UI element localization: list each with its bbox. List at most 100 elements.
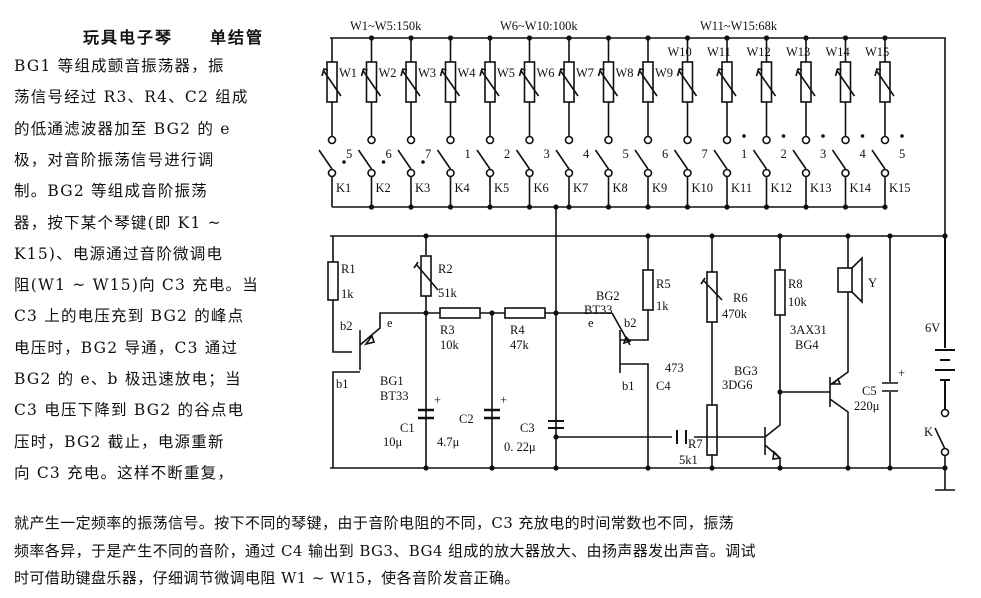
key-switch-k10[interactable] (673, 149, 689, 170)
note-label: 2 (781, 147, 787, 161)
label-w14: W14 (826, 45, 851, 59)
label-c5-value: 220μ (854, 399, 880, 413)
label-r2: R2 (438, 262, 453, 276)
key-contact (643, 168, 653, 178)
key-switch-k1[interactable] (318, 149, 333, 170)
key-contact (722, 135, 732, 145)
paragraph-line: 频率各异，于是产生不同的音阶，通过 C4 输出到 BG3、BG4 组成的放大器放… (14, 541, 756, 560)
key-switch-k2[interactable] (357, 149, 373, 170)
trim-arrow-icon (439, 68, 461, 97)
key-contact (564, 168, 574, 178)
resistor-group-label: W1~W5:150k (350, 19, 422, 33)
label-r3: R3 (440, 323, 455, 337)
resistor-r3 (439, 307, 481, 319)
resistor-r7 (706, 404, 718, 456)
key-contact (525, 135, 534, 145)
key-switch-k9[interactable] (634, 149, 649, 170)
label-r8-value: 10k (788, 295, 808, 309)
resistor-r4 (504, 307, 546, 319)
junction-dot (423, 465, 429, 471)
capacitor-c2 (484, 408, 500, 420)
low-octave-dot (421, 160, 425, 164)
label-k2: K2 (376, 181, 391, 195)
key-switch-k13[interactable] (792, 149, 807, 170)
paragraph-line: 向 C3 充电。这样不断重复， (14, 463, 235, 482)
key-switch-k3[interactable] (397, 149, 412, 170)
label-bg4-type: 3AX31 (790, 323, 827, 337)
trim-arrow-icon (676, 68, 698, 97)
key-contact (327, 135, 337, 145)
label-r2-value: 51k (438, 286, 458, 300)
label-c1-value: 10μ (383, 435, 403, 449)
label-r8: R8 (788, 277, 803, 291)
junction-dot (942, 233, 948, 239)
label-w9: W9 (655, 66, 673, 80)
note-label: 7 (425, 147, 431, 161)
junction-dot (423, 310, 429, 316)
label-w4: W4 (458, 66, 477, 80)
battery-6v (935, 236, 955, 410)
paragraph-line: C3 上的电压充到 BG2 的峰点 (14, 307, 245, 326)
label-r7: R7 (688, 437, 703, 451)
label-r6-value: 470k (722, 307, 748, 321)
c3-wire (555, 313, 765, 468)
junction-dot (645, 233, 651, 239)
key-contact (446, 168, 455, 178)
trim-arrow-icon (597, 68, 619, 97)
label-bg2-b2: b2 (624, 316, 637, 330)
label-battery: 6V (925, 321, 940, 335)
label-bg2-b1: b1 (622, 379, 635, 393)
key-contact (406, 135, 416, 145)
paragraph-line: 压时，BG2 截止，电源重新 (14, 432, 225, 451)
switch-k[interactable] (934, 427, 955, 491)
label-k7: K7 (573, 181, 588, 195)
label-k4: K4 (455, 181, 471, 195)
key-switch-k11[interactable] (713, 149, 728, 170)
key-contact (406, 168, 416, 178)
key-switch-k5[interactable] (476, 149, 491, 170)
label-w15: W15 (865, 45, 889, 59)
key-contact (485, 168, 495, 178)
key-switch-k12[interactable] (752, 149, 768, 170)
label-r4-value: 47k (510, 338, 530, 352)
label-k8: K8 (613, 181, 628, 195)
junction-dot (553, 310, 559, 316)
junction-dot (489, 465, 495, 471)
label-k6: K6 (534, 181, 549, 195)
key-contact (446, 135, 455, 145)
polarity-plus-icon: + (500, 393, 507, 407)
label-bg1: BG1 (380, 374, 404, 388)
trim-arrow-icon (558, 68, 579, 97)
key-switch-k7[interactable] (555, 149, 570, 170)
junction-dot (423, 233, 429, 239)
key-switch-k6[interactable] (515, 149, 531, 170)
trim-arrow-icon (479, 68, 500, 97)
label-w13: W13 (786, 45, 810, 59)
key-switch-k4[interactable] (436, 149, 452, 170)
label-r6: R6 (733, 291, 748, 305)
label-k9: K9 (652, 181, 667, 195)
resistor-group-label: W11~W15:68k (700, 19, 778, 33)
note-label: 7 (702, 147, 708, 161)
junction-dot (553, 434, 559, 440)
key-switch-k8[interactable] (594, 149, 610, 170)
potentiometer-w8 (602, 61, 615, 103)
label-c2-value: 4.7μ (437, 435, 460, 449)
polarity-plus-icon: + (434, 393, 441, 407)
trim-arrow-icon (755, 68, 777, 97)
key-switch-k14[interactable] (831, 149, 847, 170)
capacitor-c1 (418, 408, 434, 420)
key-contact (683, 168, 692, 178)
junction-dot (887, 233, 893, 239)
label-bg4: BG4 (795, 338, 819, 352)
transistor-bg4 (829, 330, 849, 468)
paragraph-line: BG1 等组成颤音振荡器，振 (14, 57, 225, 75)
label-k10: K10 (692, 181, 714, 195)
key-switch-k15[interactable] (871, 149, 886, 170)
